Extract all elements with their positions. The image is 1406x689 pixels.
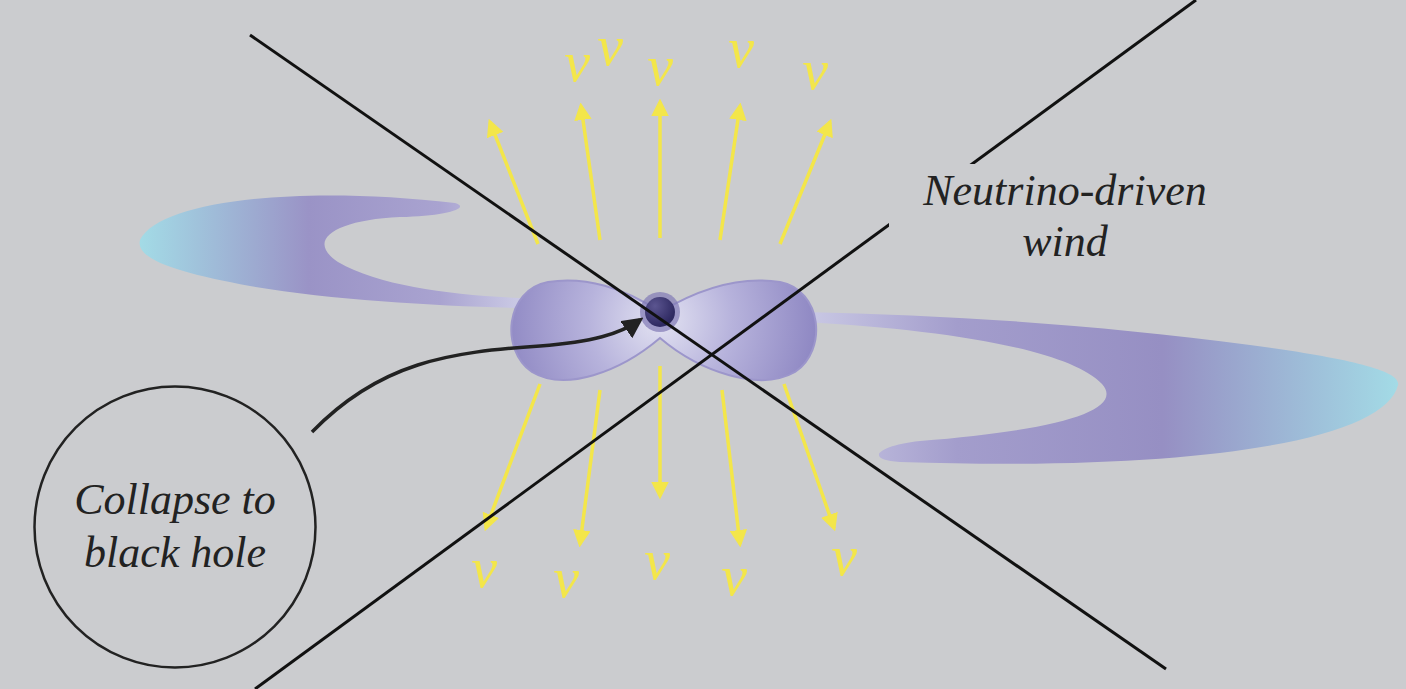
remnant-torus [511, 280, 816, 379]
neutrino-symbol: ν [553, 545, 579, 612]
neutrino-symbol: ν [647, 33, 673, 100]
circle-outline [35, 387, 316, 668]
neutrino-symbol: ν [471, 535, 497, 602]
neutrino-symbol: ν [644, 527, 670, 594]
neutrino-symbol: ν [831, 523, 857, 590]
cross-line [255, 0, 1196, 689]
neutrino-arrows [486, 102, 834, 544]
neutrino-symbol: ν [728, 15, 754, 82]
neutrino-symbol: ν [597, 13, 623, 80]
node-outline [33, 385, 317, 669]
annotation-circle: Collapse to black hole [33, 385, 317, 669]
tidal-arm [140, 195, 520, 308]
neutrino-symbol: ν [564, 29, 590, 96]
tidal-arm [805, 312, 1398, 464]
node-text: Collapse to black hole [57, 474, 293, 580]
neutrino-symbol: ν [721, 543, 747, 610]
cross-line [250, 35, 1166, 669]
neutrino-symbol: ν [802, 37, 828, 104]
leader-arrow [312, 320, 640, 432]
caption-text: Neutrino-driven wind [889, 164, 1241, 269]
black-hole [640, 292, 680, 332]
